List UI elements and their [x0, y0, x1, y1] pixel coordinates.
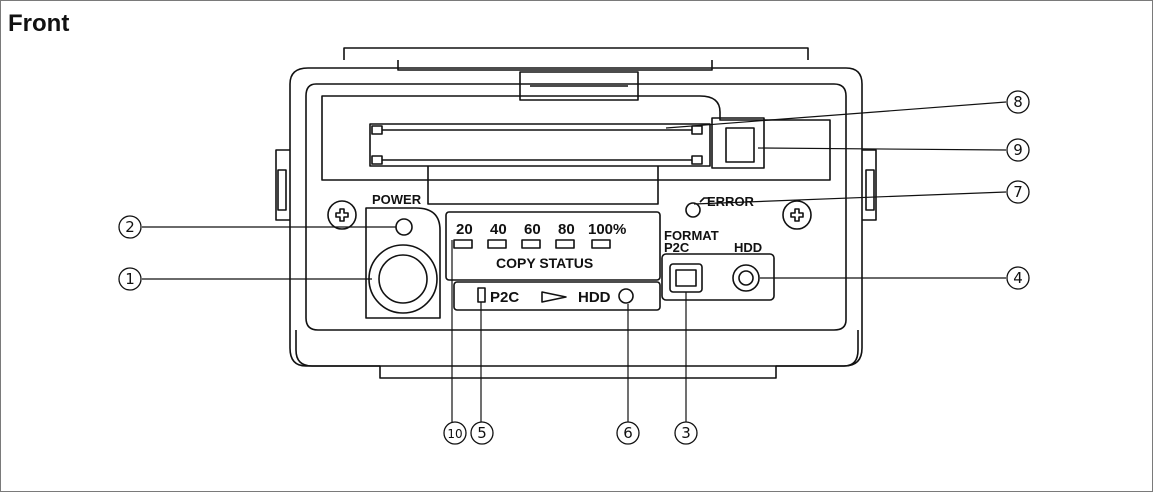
right-screw: [782, 200, 812, 230]
callout-7: 7: [1013, 183, 1023, 201]
status-led-40: [487, 239, 507, 249]
callout-10: 10: [447, 427, 462, 441]
p2c-label: P2C: [490, 289, 519, 306]
callout-5-circle: [470, 421, 494, 445]
callout-8-circle: [1006, 90, 1030, 114]
format-label: FORMAT: [664, 228, 719, 243]
outer-body: [289, 67, 863, 367]
callout-4: 4: [1013, 269, 1023, 287]
top-handle: [397, 60, 713, 71]
callout-2-circle: [118, 215, 142, 239]
callout-6-circle: [616, 421, 640, 445]
status-led-20: [453, 239, 473, 249]
scale-80: 80: [558, 221, 575, 238]
error-label: ERROR: [707, 194, 755, 209]
scale-20: 20: [456, 221, 473, 238]
callout-5: 5: [477, 424, 487, 442]
power-led: [395, 218, 413, 236]
card-slot: [369, 123, 711, 167]
status-led-60: [521, 239, 541, 249]
hdd-label: HDD: [578, 289, 611, 306]
inner-panel: [305, 83, 847, 331]
leader-lines: [142, 101, 1007, 424]
format-hdd-label: HDD: [734, 240, 762, 255]
callout-6: 6: [623, 424, 633, 442]
arrow-icon: [541, 291, 567, 303]
eject-button-housing: [711, 117, 765, 169]
hdd-led: [618, 288, 634, 304]
format-button-housing: [661, 253, 775, 301]
power-button: [378, 254, 428, 304]
left-bracket: [275, 149, 290, 221]
callout-9: 9: [1013, 141, 1023, 159]
eject-button: [725, 127, 755, 163]
bottom-base: [295, 330, 859, 379]
format-p2c-label: P2C: [664, 240, 690, 255]
p2c-led: [477, 287, 486, 303]
figure-heading: Front: [8, 10, 70, 37]
copy-status-panel: [445, 211, 661, 281]
slot-flap: [427, 166, 659, 205]
power-recess: [365, 207, 441, 319]
callout-9-circle: [1006, 138, 1030, 162]
transfer-strip: [453, 281, 661, 311]
power-label: POWER: [372, 192, 422, 207]
callout-3: 3: [681, 424, 691, 442]
left-screw: [327, 200, 357, 230]
callout-2: 2: [125, 218, 135, 236]
copy-status-label: COPY STATUS: [496, 255, 593, 271]
callout-10-circle: [443, 421, 467, 445]
callout-7-circle: [1006, 180, 1030, 204]
right-bracket: [862, 149, 877, 221]
callout-1-circle: [118, 267, 142, 291]
callout-4-circle: [1006, 266, 1030, 290]
format-button: [669, 263, 703, 293]
scale-40: 40: [490, 221, 507, 238]
callout-8: 8: [1013, 93, 1023, 111]
status-led-80: [555, 239, 575, 249]
top-latch: [519, 71, 639, 101]
scale-100: 100%: [588, 221, 626, 238]
error-led: [685, 202, 701, 218]
scale-60: 60: [524, 221, 541, 238]
callout-3-circle: [674, 421, 698, 445]
callout-1: 1: [125, 270, 135, 288]
top-lid: [343, 47, 809, 60]
hdd-knob: [732, 264, 760, 292]
status-led-100: [591, 239, 611, 249]
upper-recess: [321, 95, 831, 181]
